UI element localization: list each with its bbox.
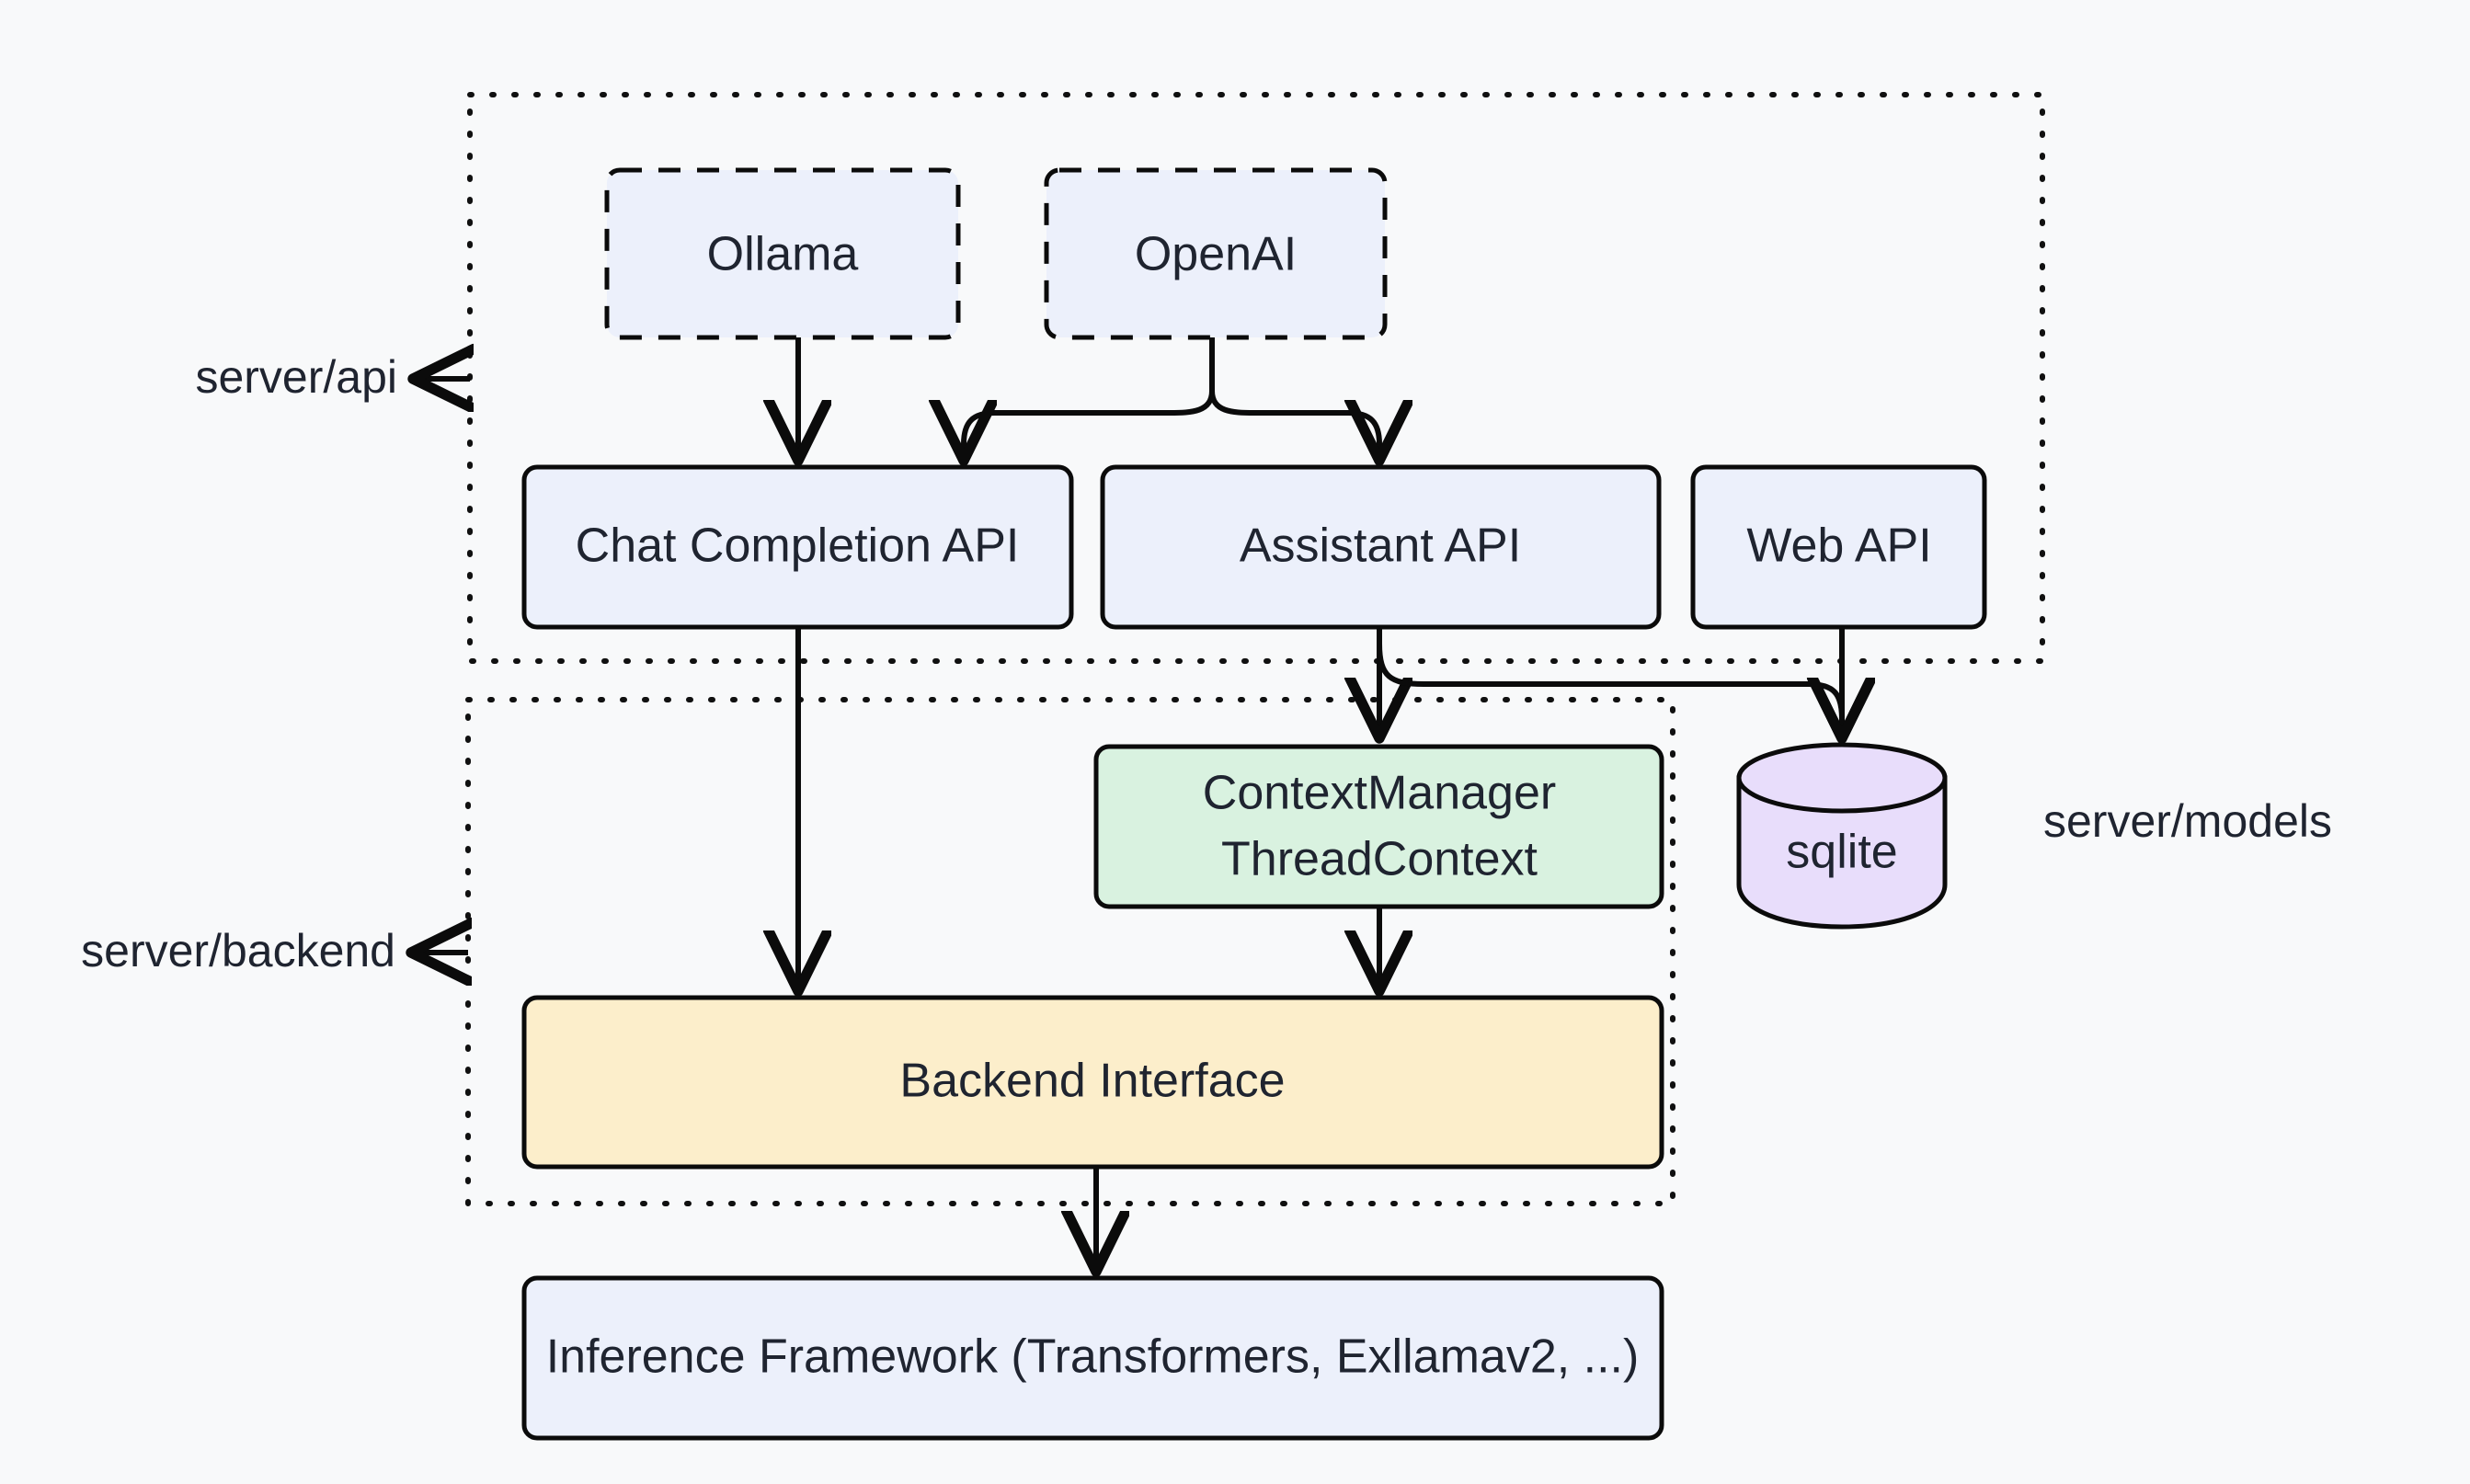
node-context-manager-label-line1: ContextManager [1203, 767, 1556, 820]
node-backend-interface[interactable]: Backend Interface [521, 995, 1664, 1170]
edge-assistant-api-to-sqlite [1377, 643, 1842, 736]
node-sqlite-top [1736, 742, 1948, 814]
group-label-server-backend: server/backend [81, 925, 395, 976]
edge-openai-to-assistant-api [1209, 390, 1379, 458]
node-context-manager[interactable]: ContextManager ThreadContext [1093, 744, 1664, 909]
node-context-manager-shape [1093, 744, 1664, 909]
node-ollama[interactable]: Ollama [604, 167, 961, 340]
node-ollama-shape [604, 167, 961, 340]
node-context-manager-label-line2: ThreadContext [1221, 833, 1538, 886]
node-sqlite-body [1736, 775, 1948, 930]
group-frame-server-backend [465, 697, 1675, 1206]
node-openai[interactable]: OpenAI [1044, 167, 1388, 340]
node-assistant-api[interactable]: Assistant API [1100, 464, 1662, 630]
node-web-api-shape [1690, 464, 1987, 630]
node-openai-shape [1044, 167, 1388, 340]
node-inference-framework-shape [521, 1275, 1664, 1441]
node-sqlite-label: sqlite [1786, 826, 1897, 879]
node-chat-completion-api[interactable]: Chat Completion API [521, 464, 1074, 630]
node-web-api[interactable]: Web API [1690, 464, 1987, 630]
node-openai-label: OpenAI [1135, 228, 1297, 281]
edge-openai-to-chat-completion-api [964, 390, 1215, 458]
node-ollama-label: Ollama [707, 228, 859, 281]
group-label-server-models: server/models [2043, 795, 2332, 847]
node-inference-framework[interactable]: Inference Framework (Transformers, Exlla… [521, 1275, 1664, 1441]
node-backend-interface-shape [521, 995, 1664, 1170]
node-web-api-label: Web API [1746, 519, 1931, 573]
node-assistant-api-label: Assistant API [1240, 519, 1521, 573]
node-chat-completion-api-label: Chat Completion API [576, 519, 1020, 573]
node-backend-interface-label: Backend Interface [899, 1055, 1285, 1108]
node-inference-framework-label: Inference Framework (Transformers, Exlla… [546, 1330, 1640, 1384]
group-label-server-api: server/api [195, 351, 397, 403]
node-chat-completion-api-shape [521, 464, 1074, 630]
node-assistant-api-shape [1100, 464, 1662, 630]
node-sqlite[interactable]: sqlite [1736, 742, 1948, 930]
